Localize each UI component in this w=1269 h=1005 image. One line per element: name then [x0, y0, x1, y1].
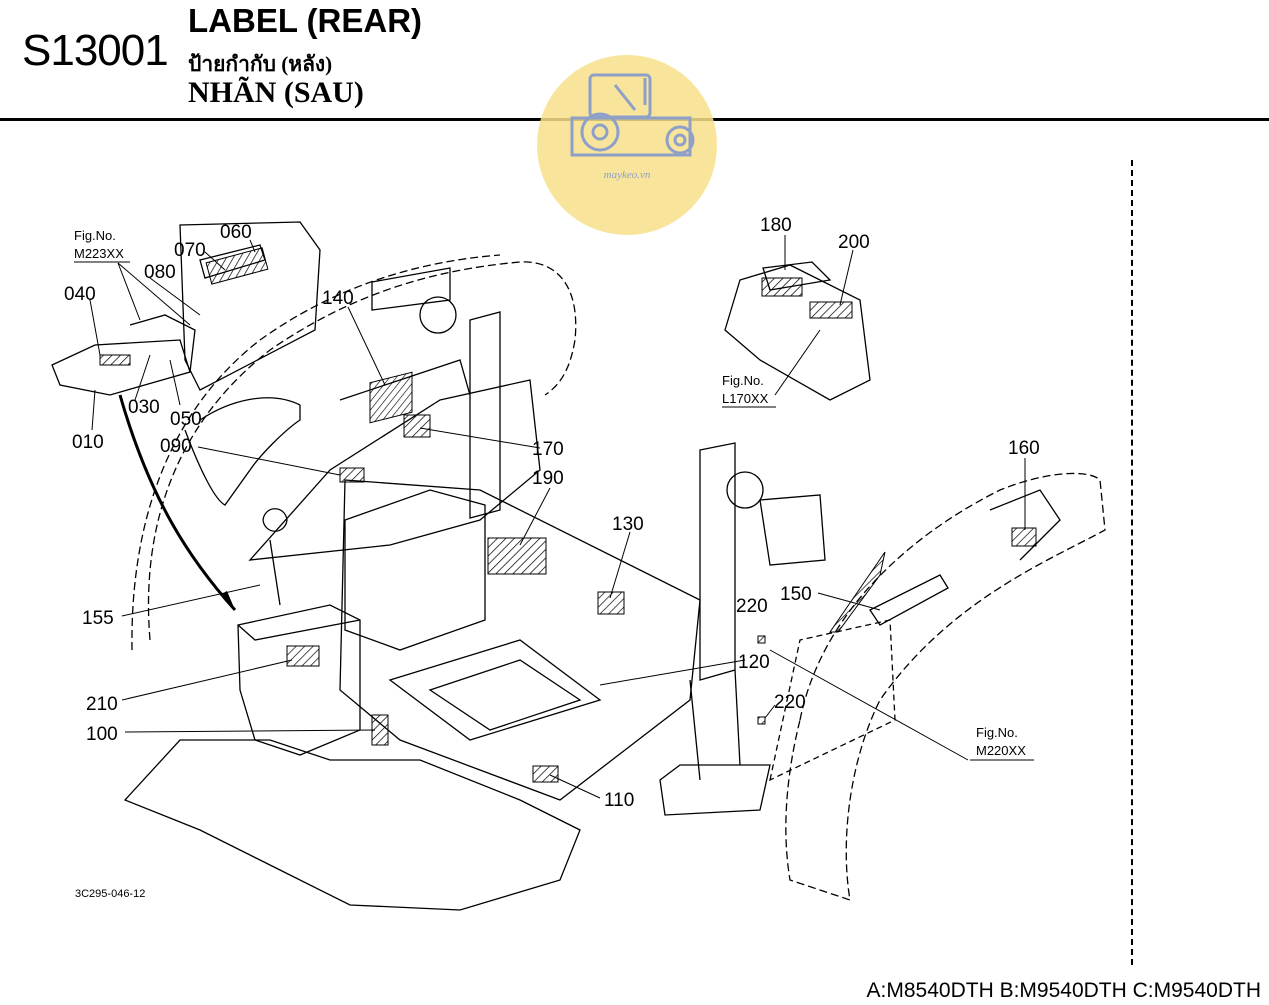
label-patch-170 [403, 414, 431, 438]
watermark-circle [537, 55, 717, 235]
document-reference: 3C295-046-12 [75, 888, 146, 900]
title-vietnamese: NHÃN (SAU) [188, 76, 364, 109]
callout-210: 210 [86, 694, 118, 715]
relation-arrow [118, 394, 237, 612]
watermark-text: maykeo.vn [604, 169, 651, 181]
page-code: S13001 [22, 26, 169, 75]
page-divider [1131, 160, 1133, 965]
title-thai: ป้ายกำกับ (หลัง) [188, 52, 333, 76]
model-list: A:M8540DTH B:M9540DTH C:M9540DTH [866, 979, 1261, 1002]
callout-130: 130 [612, 514, 644, 535]
fig-ref-1-label: Fig.No. [74, 228, 116, 243]
callout-120: 120 [738, 652, 770, 673]
callout-190: 190 [532, 468, 564, 489]
label-patch-160 [1011, 527, 1037, 547]
callout-050: 050 [170, 409, 202, 430]
callout-170: 170 [532, 439, 564, 460]
label-patch-210 [286, 645, 320, 667]
label-patch-220a [757, 635, 766, 644]
callout-200: 200 [838, 232, 870, 253]
label-patch-110 [532, 765, 559, 783]
callout-010: 010 [72, 432, 104, 453]
callout-180: 180 [760, 215, 792, 236]
callout-220-upper: 220 [736, 596, 768, 617]
callout-110: 110 [604, 790, 634, 811]
label-patch-140 [369, 371, 413, 424]
callout-060: 060 [220, 222, 252, 243]
tractor-icon [570, 73, 695, 157]
callout-150: 150 [780, 584, 812, 605]
fig-ref-3-number: M220XX [976, 743, 1026, 758]
machine-body [51, 221, 1106, 911]
label-patch-150 [829, 551, 886, 633]
label-patch-090 [339, 467, 365, 483]
callout-160: 160 [1008, 438, 1040, 459]
fig-ref-1-number: M223XX [74, 246, 124, 261]
label-patch-200 [809, 301, 853, 319]
fig-ref-2-label: Fig.No. [722, 373, 764, 388]
callout-070: 070 [174, 240, 206, 261]
callout-220-lower: 220 [774, 692, 806, 713]
callout-labels: 040 010 030 050 060 070 080 090 140 170 … [64, 215, 1040, 811]
label-patch-070 [205, 247, 269, 285]
title-english: LABEL (REAR) [188, 2, 423, 39]
callout-090: 090 [160, 436, 192, 457]
watermark-logo: maykeo.vn [537, 55, 717, 235]
fig-ref-3-label: Fig.No. [976, 725, 1018, 740]
leader-lines [89, 235, 1026, 799]
figure-references: Fig.No. M223XX Fig.No. L170XX Fig.No. M2… [74, 228, 1034, 761]
callout-155: 155 [82, 608, 114, 629]
callout-080: 080 [144, 262, 176, 283]
callout-040: 040 [64, 284, 96, 305]
label-patch-190 [487, 537, 547, 575]
label-patch-130 [597, 591, 625, 615]
label-patch-180 [761, 277, 803, 297]
label-patches [99, 247, 1037, 783]
callout-140: 140 [322, 288, 354, 309]
relation-arrow-head [220, 591, 235, 610]
callout-030: 030 [128, 397, 160, 418]
label-patch-010 [99, 354, 131, 366]
label-patch-220b [757, 716, 766, 725]
callout-100: 100 [86, 724, 118, 745]
fig-ref-2-number: L170XX [722, 391, 769, 406]
